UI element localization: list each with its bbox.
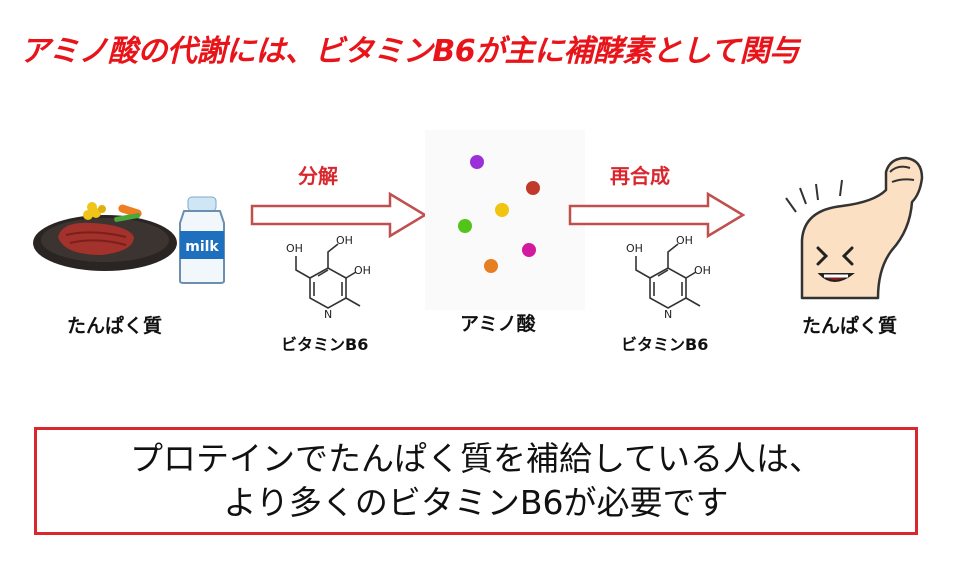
oh-label: OH <box>626 242 643 255</box>
n-label: N <box>324 308 332 321</box>
vitamin-b6-structure-2: OH OH OH N <box>626 234 711 321</box>
muscle-arm-character <box>785 156 924 300</box>
amino-dot <box>522 243 536 257</box>
eye <box>816 246 829 266</box>
amino-dot <box>526 181 540 195</box>
green-beans <box>114 213 141 222</box>
corn <box>83 210 93 220</box>
amino-acid-molecules <box>425 130 585 310</box>
page-title: アミノ酸の代謝には、ビタミンB6が主に補酵素として関与 <box>20 34 799 69</box>
amino-dot <box>495 203 509 217</box>
milk-label: milk <box>185 239 219 255</box>
oh-label: OH <box>354 264 371 277</box>
vitamin-b6-structure-1: OH OH OH N <box>286 234 371 321</box>
protein-right-label: たんぱく質 <box>802 315 898 337</box>
message-line-1: プロテインでたんぱく質を補給している人は、 <box>129 439 822 478</box>
steak <box>58 222 134 255</box>
message-box: プロテインでたんぱく質を補給している人は、 より多くのビタミンB6が必要です <box>34 427 918 535</box>
steak-milk-illustration: milk <box>33 196 225 284</box>
oh-label: OH <box>336 234 353 247</box>
resynthesize-arrow <box>568 191 746 239</box>
decompose-arrow <box>250 191 428 239</box>
oh-label: OH <box>676 234 693 247</box>
amino-dot <box>470 155 484 169</box>
amino-acid-label: アミノ酸 <box>460 313 536 335</box>
n-label: N <box>664 308 672 321</box>
decompose-label: 分解 <box>298 164 338 188</box>
message-line-2: より多くのビタミンB6が必要です <box>223 483 729 522</box>
vitamin-b6-label-1: ビタミンB6 <box>281 335 369 354</box>
amino-dot <box>458 219 472 233</box>
amino-dot <box>484 259 498 273</box>
protein-left-label: たんぱく質 <box>67 315 163 337</box>
eye <box>841 246 854 266</box>
oh-label: OH <box>286 242 303 255</box>
milk-bottle: milk <box>179 196 225 284</box>
resynthesize-label: 再合成 <box>610 164 670 188</box>
oh-label: OH <box>694 264 711 277</box>
vitamin-b6-label-2: ビタミンB6 <box>621 335 709 354</box>
